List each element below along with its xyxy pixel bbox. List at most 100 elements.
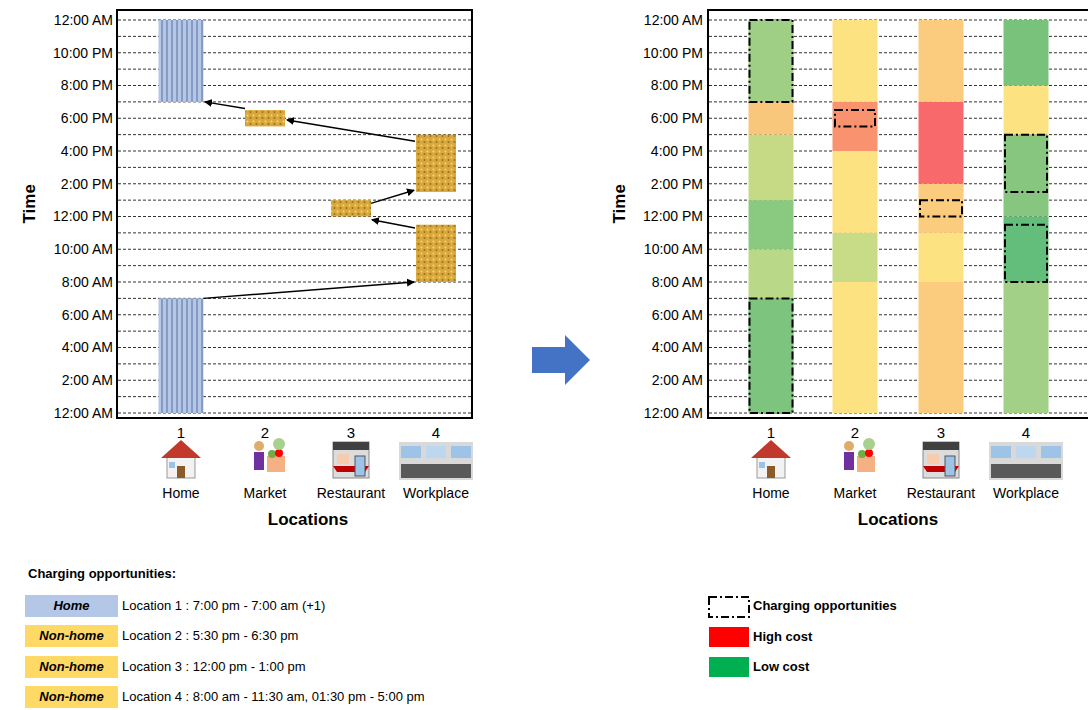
cost-band [749, 200, 794, 249]
time-tick: 12:00 PM [53, 208, 113, 224]
cost-band [1004, 282, 1049, 413]
charging-window: Location 4 : 8:00 am - 11:30 am, 01:30 p… [122, 690, 425, 705]
nonhome-block [416, 135, 456, 192]
time-tick: 4:00 PM [61, 143, 113, 159]
charging-window: Location 2 : 5:30 pm - 6:30 pm [122, 629, 298, 644]
location-number: 2 [851, 424, 859, 441]
legend-text: Home [53, 599, 89, 614]
axis-title: Locations [268, 510, 348, 530]
cost-band [833, 233, 878, 282]
location-number: 2 [261, 424, 269, 441]
location-number: 1 [767, 424, 775, 441]
location-icons [161, 438, 473, 480]
trip-arrow [372, 220, 415, 228]
legend-text: Low cost [753, 660, 809, 675]
location-name: Market [834, 485, 877, 501]
time-tick: 8:00 AM [652, 274, 703, 290]
cost-band [919, 233, 964, 282]
nonhome-block [331, 200, 371, 216]
location-name: Restaurant [907, 485, 975, 501]
trip-arrow [204, 282, 415, 298]
time-tick: 8:00 PM [61, 77, 113, 93]
location-name: Home [162, 485, 199, 501]
location-number: 4 [1022, 424, 1030, 441]
location-number: 1 [177, 424, 185, 441]
location-number: 3 [937, 424, 945, 441]
cost-band [919, 282, 964, 413]
cost-band [749, 20, 794, 102]
cost-band [919, 102, 964, 184]
trip-arrow [287, 120, 415, 141]
location-name: Workplace [403, 485, 469, 501]
location-icons [751, 438, 1063, 480]
plot-frame [117, 10, 472, 418]
legend-swatch: Non-home [25, 686, 118, 708]
home-block [159, 298, 204, 413]
time-tick: 12:00 AM [644, 405, 703, 421]
time-tick: 10:00 AM [644, 241, 703, 257]
time-tick: 2:00 PM [651, 176, 703, 192]
legend-text: Non-home [39, 690, 103, 705]
cost-band [919, 184, 964, 233]
time-tick: 2:00 PM [61, 176, 113, 192]
time-tick: 4:00 AM [62, 339, 113, 355]
cost-band [749, 135, 794, 201]
cost-band [749, 298, 794, 413]
cost-band [1004, 86, 1049, 135]
legend-title: Charging opportunities: [28, 567, 176, 582]
cost-band [919, 20, 964, 102]
legend-swatch [709, 627, 749, 647]
nonhome-block [245, 110, 285, 126]
time-tick: 12:00 AM [54, 405, 113, 421]
axis-title: Time [610, 184, 630, 223]
location-number: 4 [432, 424, 440, 441]
legend-swatch [709, 657, 749, 677]
time-tick: 12:00 PM [643, 208, 703, 224]
time-tick: 8:00 PM [651, 77, 703, 93]
legend-swatch: Non-home [25, 625, 118, 647]
time-tick: 6:00 PM [61, 110, 113, 126]
cost-band [1004, 217, 1049, 283]
plot-frame [708, 10, 1088, 418]
time-tick: 6:00 AM [652, 307, 703, 323]
legend-text: Non-home [39, 660, 103, 675]
hour-line [118, 118, 472, 119]
hour-line [118, 216, 472, 217]
time-tick: 10:00 PM [643, 45, 703, 61]
cost-band [1004, 135, 1049, 217]
charging-box [750, 298, 793, 413]
time-tick: 10:00 AM [54, 241, 113, 257]
cost-band [833, 282, 878, 413]
charging-box [750, 20, 793, 102]
time-tick: 6:00 AM [62, 307, 113, 323]
charging-box [835, 110, 875, 126]
time-tick: 2:00 AM [652, 372, 703, 388]
time-tick: 2:00 AM [62, 372, 113, 388]
time-tick: 8:00 AM [62, 274, 113, 290]
location-name: Market [244, 485, 287, 501]
legend-swatch: Home [25, 595, 118, 617]
time-tick: 12:00 AM [644, 12, 703, 28]
cost-band [1004, 20, 1049, 86]
home-block [159, 20, 204, 102]
hour-line [118, 200, 472, 201]
time-tick: 10:00 PM [53, 45, 113, 61]
time-tick: 6:00 PM [651, 110, 703, 126]
time-tick: 4:00 AM [652, 339, 703, 355]
time-tick: 4:00 PM [651, 143, 703, 159]
cost-band [749, 102, 794, 135]
cost-band [833, 20, 878, 102]
axis-title: Locations [858, 510, 938, 530]
legend-text: Non-home [39, 629, 103, 644]
charging-box [1005, 225, 1047, 282]
location-name: Home [752, 485, 789, 501]
location-name: Restaurant [317, 485, 385, 501]
cost-band [833, 151, 878, 233]
charging-window: Location 1 : 7:00 pm - 7:00 am (+1) [122, 599, 325, 614]
legend-text: High cost [753, 630, 812, 645]
cost-band [749, 249, 794, 298]
dashed-box-sample [709, 597, 749, 617]
trip-arrow [371, 190, 414, 203]
trip-arrow [205, 102, 245, 109]
legend-text: Charging opportunities [753, 599, 897, 614]
